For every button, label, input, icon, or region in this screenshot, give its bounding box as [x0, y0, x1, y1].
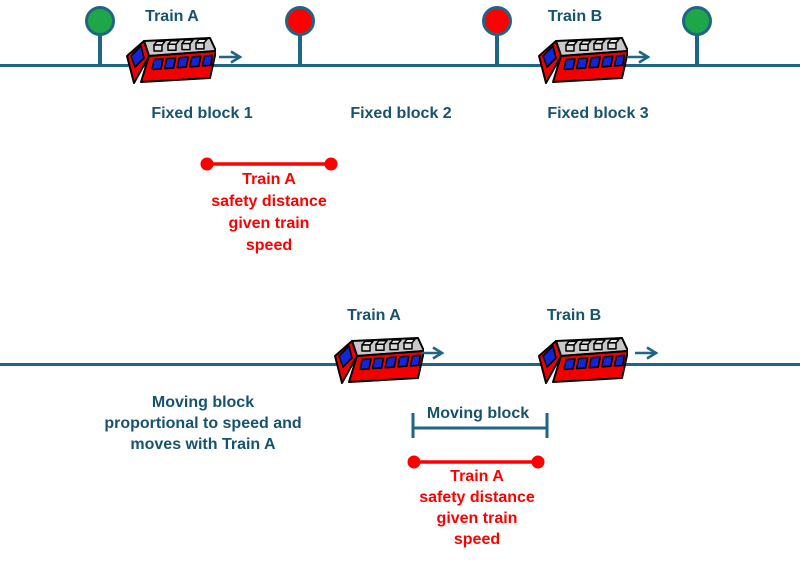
description-line: moves with Train A	[130, 436, 276, 453]
train-b-icon-fixed	[532, 36, 628, 88]
signal-pole	[695, 32, 699, 65]
train-graphic	[538, 337, 628, 384]
description-line: proportional to speed and	[104, 415, 302, 432]
train-b-label-fixed: Train B	[547, 8, 603, 25]
train-graphic	[126, 37, 216, 84]
safety-note-line: speed	[453, 531, 501, 548]
safety-distance-line-moving	[406, 454, 546, 470]
safety-note-line: Train A	[450, 468, 504, 485]
signal-4	[682, 6, 712, 66]
safety-note-line: safety distance	[419, 489, 535, 506]
description-line: Moving block	[151, 394, 255, 411]
direction-arrow-icon	[420, 346, 450, 360]
safety-note-line: speed	[245, 237, 293, 254]
safety-note-line: Train A	[242, 171, 296, 188]
fixed-block-1-label: Fixed block 1	[151, 105, 253, 122]
train-a-icon-fixed	[120, 36, 216, 88]
train-graphic	[334, 337, 424, 384]
direction-arrow-icon	[218, 50, 248, 64]
fixed-block-2-label: Fixed block 2	[350, 105, 452, 122]
signal-1	[85, 6, 115, 66]
signal-3	[482, 6, 512, 66]
moving-block-extent-bracket	[410, 411, 550, 441]
safety-distance-line-fixed	[199, 156, 339, 172]
signal-pole	[298, 32, 302, 65]
signal-pole	[98, 32, 102, 65]
safety-note-fixed: Train A safety distance given train spee…	[211, 169, 327, 257]
direction-arrow-icon	[626, 50, 656, 64]
train-graphic	[538, 37, 628, 84]
fixed-block-track-line	[0, 64, 800, 67]
safety-note-moving: Train A safety distance given train spee…	[419, 466, 535, 550]
red-signal-icon	[285, 6, 315, 36]
safety-note-line: given train	[228, 215, 310, 232]
green-signal-icon	[682, 6, 712, 36]
safety-note-line: safety distance	[211, 193, 327, 210]
train-b-label-moving: Train B	[546, 307, 602, 324]
signal-pole	[495, 32, 499, 65]
train-a-icon-moving	[328, 336, 424, 388]
red-signal-icon	[482, 6, 512, 36]
train-a-label-fixed: Train A	[145, 8, 199, 25]
direction-arrow-icon	[634, 346, 664, 360]
train-b-icon-moving	[532, 336, 628, 388]
fixed-block-3-label: Fixed block 3	[547, 105, 649, 122]
safety-note-line: given train	[436, 510, 518, 527]
moving-block-description: Moving block proportional to speed and m…	[104, 392, 301, 455]
signal-2	[285, 6, 315, 66]
green-signal-icon	[85, 6, 115, 36]
train-a-label-moving: Train A	[347, 307, 401, 324]
moving-block-label: Moving block	[426, 405, 530, 422]
